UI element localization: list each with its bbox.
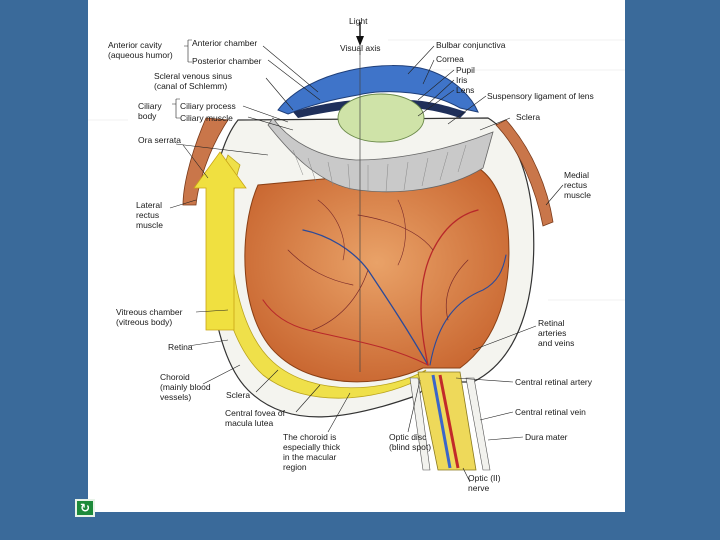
label-ciliary-muscle: Ciliary muscle xyxy=(180,113,233,123)
label-ciliary-process: Ciliary process xyxy=(180,101,236,111)
cornea-anterior-chamber xyxy=(277,65,479,115)
label-anterior-cavity-sub: (aqueous humor) xyxy=(108,50,173,60)
label-lens: Lens xyxy=(456,85,474,95)
label-retinal-vessels: Retinal xyxy=(538,318,565,328)
label-choroid-3: vessels) xyxy=(160,392,191,402)
label-suspensory-ligament: Suspensory ligament of lens xyxy=(487,91,594,101)
label-scleral-sinus: Scleral venous sinus xyxy=(154,71,232,81)
return-icon: ↻ xyxy=(79,501,91,515)
label-central-retinal-vein: Central retinal vein xyxy=(515,407,586,417)
light-arrow xyxy=(193,151,247,331)
label-choroid-thick-3: in the macular xyxy=(283,452,337,462)
label-sclera-right: Sclera xyxy=(516,112,540,122)
label-optic-disc: Optic disc xyxy=(389,432,427,442)
lateral-rectus-muscle xyxy=(182,117,229,206)
choroid xyxy=(244,164,510,383)
label-retinal-vessels-3: and veins xyxy=(538,338,574,348)
label-scleral-sinus-sub: (canal of Schlemm) xyxy=(154,81,227,91)
medial-rectus-muscle xyxy=(495,119,554,227)
ciliary-region xyxy=(267,117,494,193)
label-retinal-vessels-2: arteries xyxy=(538,328,566,338)
label-anterior-cavity: Anterior cavity xyxy=(108,40,163,50)
label-medial-rectus-3: muscle xyxy=(564,190,591,200)
eye-anatomy-diagram: Light Visual axis Anterior cavity (aqueo… xyxy=(88,16,625,493)
label-cornea: Cornea xyxy=(436,54,464,64)
label-choroid-thick: The choroid is xyxy=(283,432,336,442)
label-central-fovea-2: macula lutea xyxy=(225,418,273,428)
label-optic-nerve-2: nerve xyxy=(468,483,490,493)
label-vitreous-sub: (vitreous body) xyxy=(116,317,172,327)
lens xyxy=(337,93,425,143)
label-dura-mater: Dura mater xyxy=(525,432,568,442)
label-anterior-chamber: Anterior chamber xyxy=(192,38,257,48)
label-retina: Retina xyxy=(168,342,193,352)
label-lateral-rectus-3: muscle xyxy=(136,220,163,230)
label-vitreous: Vitreous chamber xyxy=(116,307,183,317)
label-iris: Iris xyxy=(456,75,467,85)
label-central-retinal-artery: Central retinal artery xyxy=(515,377,593,387)
label-optic-nerve: Optic (II) xyxy=(468,473,501,483)
label-sclera-left: Sclera xyxy=(226,390,250,400)
label-choroid-thick-2: especially thick xyxy=(283,442,341,452)
label-ciliary-body: Ciliary xyxy=(138,101,162,111)
label-choroid-2: (mainly blood xyxy=(160,382,211,392)
label-lateral-rectus-2: rectus xyxy=(136,210,159,220)
label-visual-axis: Visual axis xyxy=(340,43,380,53)
label-posterior-chamber: Posterior chamber xyxy=(192,56,262,66)
slide: Light Visual axis Anterior cavity (aqueo… xyxy=(88,0,625,512)
label-optic-disc-2: (blind spot) xyxy=(389,442,431,452)
label-ciliary-body-sub: body xyxy=(138,111,157,121)
label-ora-serrata: Ora serrata xyxy=(138,135,181,145)
label-choroid: Choroid xyxy=(160,372,190,382)
label-medial-rectus: Medial xyxy=(564,170,589,180)
label-medial-rectus-2: rectus xyxy=(564,180,587,190)
label-bulbar-conjunctiva: Bulbar conjunctiva xyxy=(436,40,506,50)
label-central-fovea: Central fovea of xyxy=(225,408,286,418)
label-light: Light xyxy=(349,16,368,26)
iris xyxy=(293,100,360,118)
label-lateral-rectus: Lateral xyxy=(136,200,162,210)
label-pupil: Pupil xyxy=(456,65,475,75)
optic-nerve xyxy=(417,371,477,471)
label-choroid-thick-4: region xyxy=(283,462,307,472)
return-button[interactable]: ↻ xyxy=(75,499,95,517)
